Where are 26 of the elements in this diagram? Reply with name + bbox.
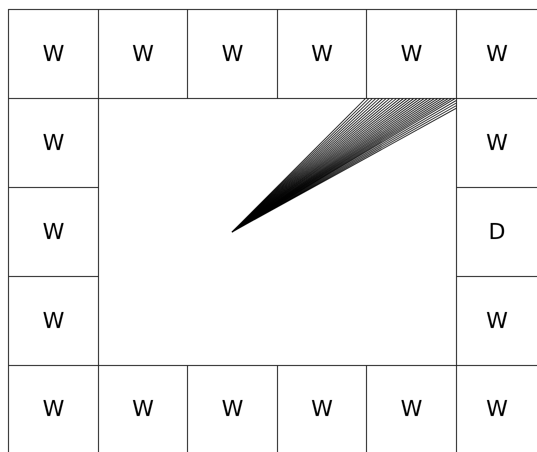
cell-letter: W [486,396,508,422]
grid-cell [98,9,188,99]
cell-letter: W [486,42,508,66]
cell-letter: W [42,308,64,334]
cell-letter: W [400,396,422,422]
cell-letter: W [42,396,64,422]
cell-letter: W [42,220,64,244]
cell-letter: W [311,396,333,422]
grid-cell [8,98,99,188]
cell-letter: W [42,130,64,156]
grid-cell [187,9,278,99]
grid-cell [277,9,367,99]
grid-cell [8,276,99,366]
grid-cell [366,9,457,99]
cell-letter: W [486,130,508,156]
cell-letter: W [42,42,64,66]
grid-cell [8,187,99,277]
cell-letter: W [132,42,154,66]
cell-letter: W [311,42,333,66]
cell-letter: W [486,308,508,334]
cell-letter: W [222,396,244,422]
cell-letter: W [132,396,154,422]
cell-letter: W [400,42,422,66]
cell-letter: W [222,42,244,66]
grid-cell [8,9,99,99]
cell-letter: D [488,220,506,244]
